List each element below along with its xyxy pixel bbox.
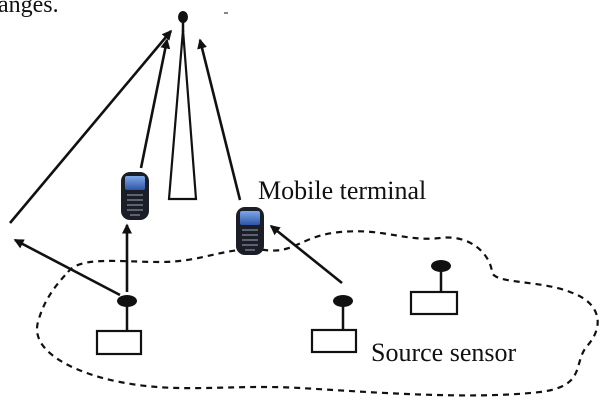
arrow-long-to-tower xyxy=(9,29,172,224)
arrow-sensor2-to-phone2 xyxy=(269,224,343,285)
sensor-node-icon xyxy=(409,260,459,316)
sensor-node-icon xyxy=(95,295,143,356)
communication-arrows xyxy=(9,29,343,297)
mobile-terminal-label: Mobile terminal xyxy=(258,176,426,205)
sensor-field-boundary xyxy=(35,230,599,397)
arrow-sensor1-to-left xyxy=(13,238,121,297)
arrow-phone2-to-tower xyxy=(197,38,242,201)
base-station-tower xyxy=(167,11,228,201)
arrow-phone1-to-tower xyxy=(139,38,171,169)
mobile-phone-icon xyxy=(121,172,149,220)
sensor-node-icon xyxy=(310,295,358,354)
cropped-text-fragment: anges. xyxy=(0,0,59,18)
source-sensor-label: Source sensor xyxy=(371,338,516,367)
mobile-phone-icon xyxy=(236,207,264,255)
